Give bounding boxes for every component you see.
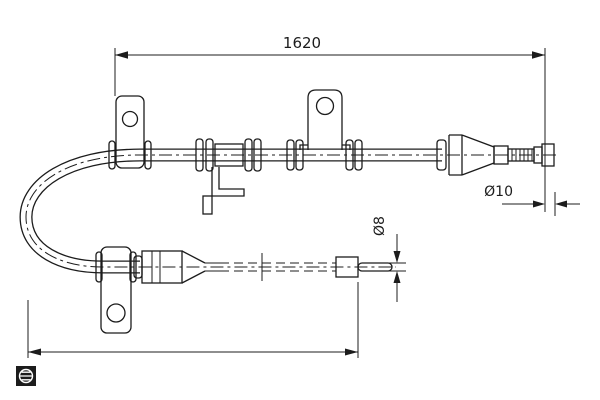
grommet-ring <box>195 138 204 172</box>
bracket-plate <box>307 89 343 150</box>
sleeve <box>214 143 244 167</box>
dimension-diameter-8: Ø8 <box>372 216 406 302</box>
arrowhead-right <box>345 348 358 356</box>
mounting-bracket-1 <box>108 95 152 170</box>
dimension-overall-length: 1620 <box>114 34 546 212</box>
end-rod <box>357 262 393 272</box>
adjuster-barrel <box>141 250 183 284</box>
arrowhead-right <box>533 200 545 208</box>
thread-ribs <box>511 149 533 161</box>
cable-body <box>19 148 442 274</box>
grommet-ring <box>253 138 262 172</box>
boot-cylinder <box>448 134 463 176</box>
taper <box>181 250 206 284</box>
bracket-tab <box>202 195 213 215</box>
arrowhead-left <box>555 200 567 208</box>
cable-inner <box>20 149 442 273</box>
bracket-foot-right <box>342 144 351 150</box>
mounting-bracket-2 <box>299 89 351 150</box>
lower-mounting-bracket <box>95 246 137 334</box>
grommet-ring <box>95 251 103 283</box>
bottom-dimension <box>27 282 359 358</box>
rod-dashed <box>220 262 336 272</box>
cable-centerline <box>25 154 556 268</box>
barrel-ridges <box>151 251 161 283</box>
dimension-diameter-10: Ø10 <box>484 184 580 216</box>
bracket-hole <box>121 110 139 128</box>
grommet-ring <box>286 139 295 171</box>
bracket-profile <box>211 167 245 197</box>
centerlines <box>25 154 556 268</box>
arrowhead-right <box>532 51 545 59</box>
grommet-set-a <box>195 138 262 172</box>
grommet-ring <box>108 140 116 170</box>
step-ring <box>436 139 447 171</box>
rod-solid <box>205 262 220 272</box>
threaded-end <box>507 143 555 167</box>
grommet-ring <box>244 138 253 172</box>
overall-length-label: 1620 <box>283 34 321 52</box>
grommet-ring <box>345 139 354 171</box>
grommet-ring <box>205 138 214 172</box>
grommet-ring <box>354 139 363 171</box>
bracket-plate <box>115 95 145 169</box>
end-cap-large <box>541 143 555 167</box>
cable-adjuster <box>133 250 206 284</box>
abutment-bracket <box>202 167 245 215</box>
bracket-hole <box>315 96 335 116</box>
bracket-hole <box>106 303 126 323</box>
logo-bars <box>19 371 33 381</box>
grommet-set-b <box>286 139 363 171</box>
lower-cable-rod <box>205 253 393 281</box>
arrowhead-left <box>115 51 128 59</box>
arrowhead-down <box>393 251 401 263</box>
arrowhead-up <box>393 271 401 283</box>
diameter-8-label: Ø8 <box>372 216 388 236</box>
grommet-ring <box>295 139 304 171</box>
bracket-foot-left <box>299 144 308 150</box>
grommet-ring <box>129 251 137 283</box>
grommet-ring <box>144 140 152 170</box>
bosch-armature-icon <box>16 366 36 386</box>
bracket-plate <box>100 246 132 334</box>
cable-outline <box>19 148 442 274</box>
arrowhead-left <box>28 348 41 356</box>
diameter-10-label: Ø10 <box>484 184 513 200</box>
